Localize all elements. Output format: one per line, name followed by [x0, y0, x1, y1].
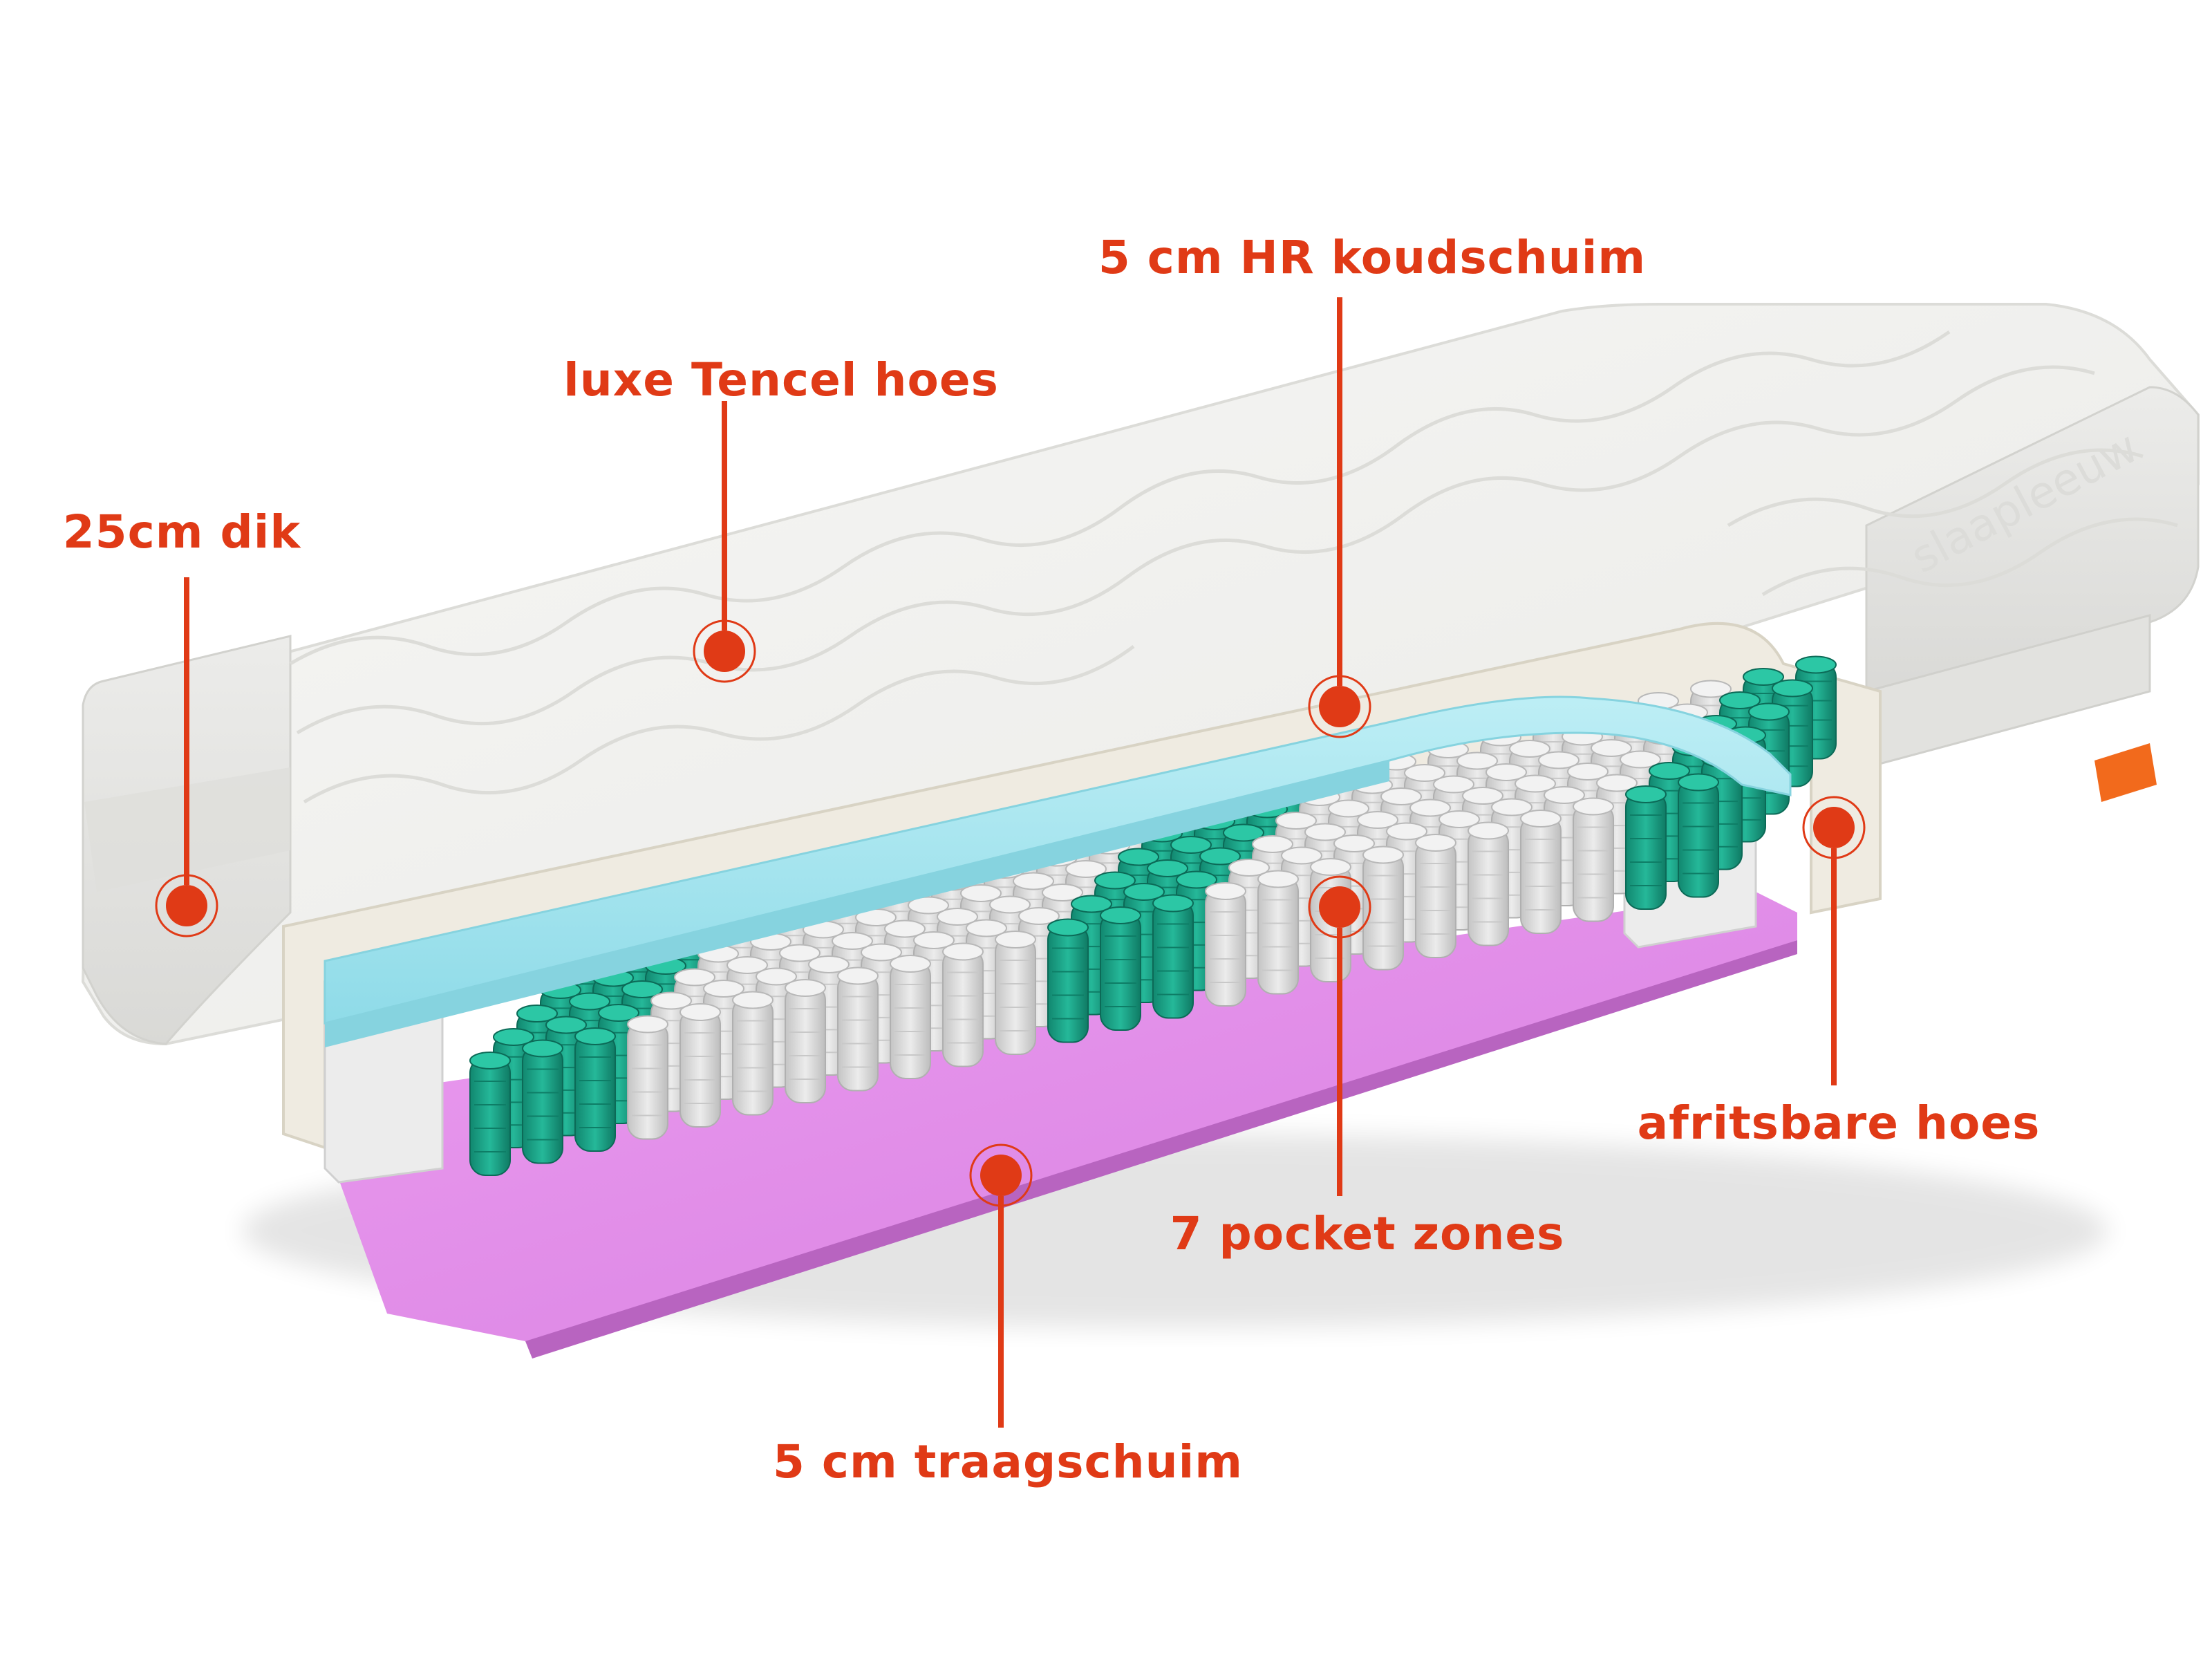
callout-ring-memory-foam	[969, 1143, 1033, 1207]
callout-dot-memory-foam	[980, 1155, 1022, 1196]
pocket-spring-firm	[574, 1027, 616, 1152]
callout-marker-thickness	[155, 577, 218, 937]
callout-ring-tencel	[693, 619, 756, 683]
callout-marker-memory-foam	[969, 1143, 1033, 1428]
callout-dot-tencel	[704, 631, 745, 672]
pocket-spring	[627, 1015, 668, 1140]
callout-ring-zones	[1308, 875, 1371, 939]
quilt-pattern	[289, 330, 2178, 804]
pocket-spring	[732, 991, 774, 1116]
mattress-right-side	[1865, 386, 2200, 700]
callout-dot-zipper	[1813, 807, 1855, 848]
callout-marker-zipper	[1802, 796, 1866, 1085]
memory-foam-edge	[525, 940, 1797, 1358]
pocket-spring	[1362, 846, 1404, 971]
pocket-spring-firm	[522, 1039, 563, 1164]
hr-foam-front	[325, 760, 1389, 1047]
pocket-spring-firm	[1047, 918, 1089, 1043]
pocket-spring	[1205, 882, 1246, 1007]
label-luxe-tencel-hoes: luxe Tencel hoes	[563, 353, 999, 407]
callout-marker-tencel	[693, 401, 756, 683]
pocket-spring	[1520, 810, 1562, 934]
hr-foam-layer	[324, 695, 1792, 1025]
callout-ring-thickness	[155, 874, 218, 937]
callout-ring-zipper	[1802, 796, 1866, 859]
pocket-spring-firm	[469, 1052, 511, 1176]
pocket-spring	[1468, 821, 1509, 946]
memory-foam-layer	[325, 892, 1797, 1344]
pocket-spring-firm	[1625, 785, 1667, 910]
pocket-spring	[890, 955, 931, 1079]
label-25cm-dik: 25cm dik	[62, 505, 301, 559]
pocket-spring	[679, 1003, 721, 1128]
pocket-spring	[1573, 797, 1614, 922]
pocket-spring-firm	[1678, 773, 1719, 898]
pocket-spring	[1415, 834, 1456, 958]
callout-dot-thickness	[166, 885, 207, 926]
pocket-spring-firm	[1100, 906, 1141, 1031]
brand-tag	[2094, 743, 2157, 802]
callout-dot-zones	[1319, 886, 1360, 928]
pocket-spring	[942, 942, 984, 1067]
label-traagschuim: 5 cm traagschuim	[773, 1435, 1243, 1488]
pocket-spring-firm	[1152, 894, 1194, 1019]
callout-dot-hr-foam	[1319, 686, 1360, 727]
label-pocket-zones: 7 pocket zones	[1170, 1207, 1565, 1260]
callout-marker-zones	[1308, 875, 1371, 1196]
label-hr-koudschuim: 5 cm HR koudschuim	[1098, 231, 1647, 284]
callout-marker-hr-foam	[1308, 297, 1371, 738]
label-afritsbare-hoes: afritsbare hoes	[1637, 1096, 2041, 1150]
pocket-spring	[995, 931, 1036, 1055]
pocket-spring	[1257, 870, 1299, 995]
pocket-spring	[785, 979, 826, 1103]
pocket-spring	[837, 967, 879, 1092]
callout-ring-hr-foam	[1308, 675, 1371, 738]
